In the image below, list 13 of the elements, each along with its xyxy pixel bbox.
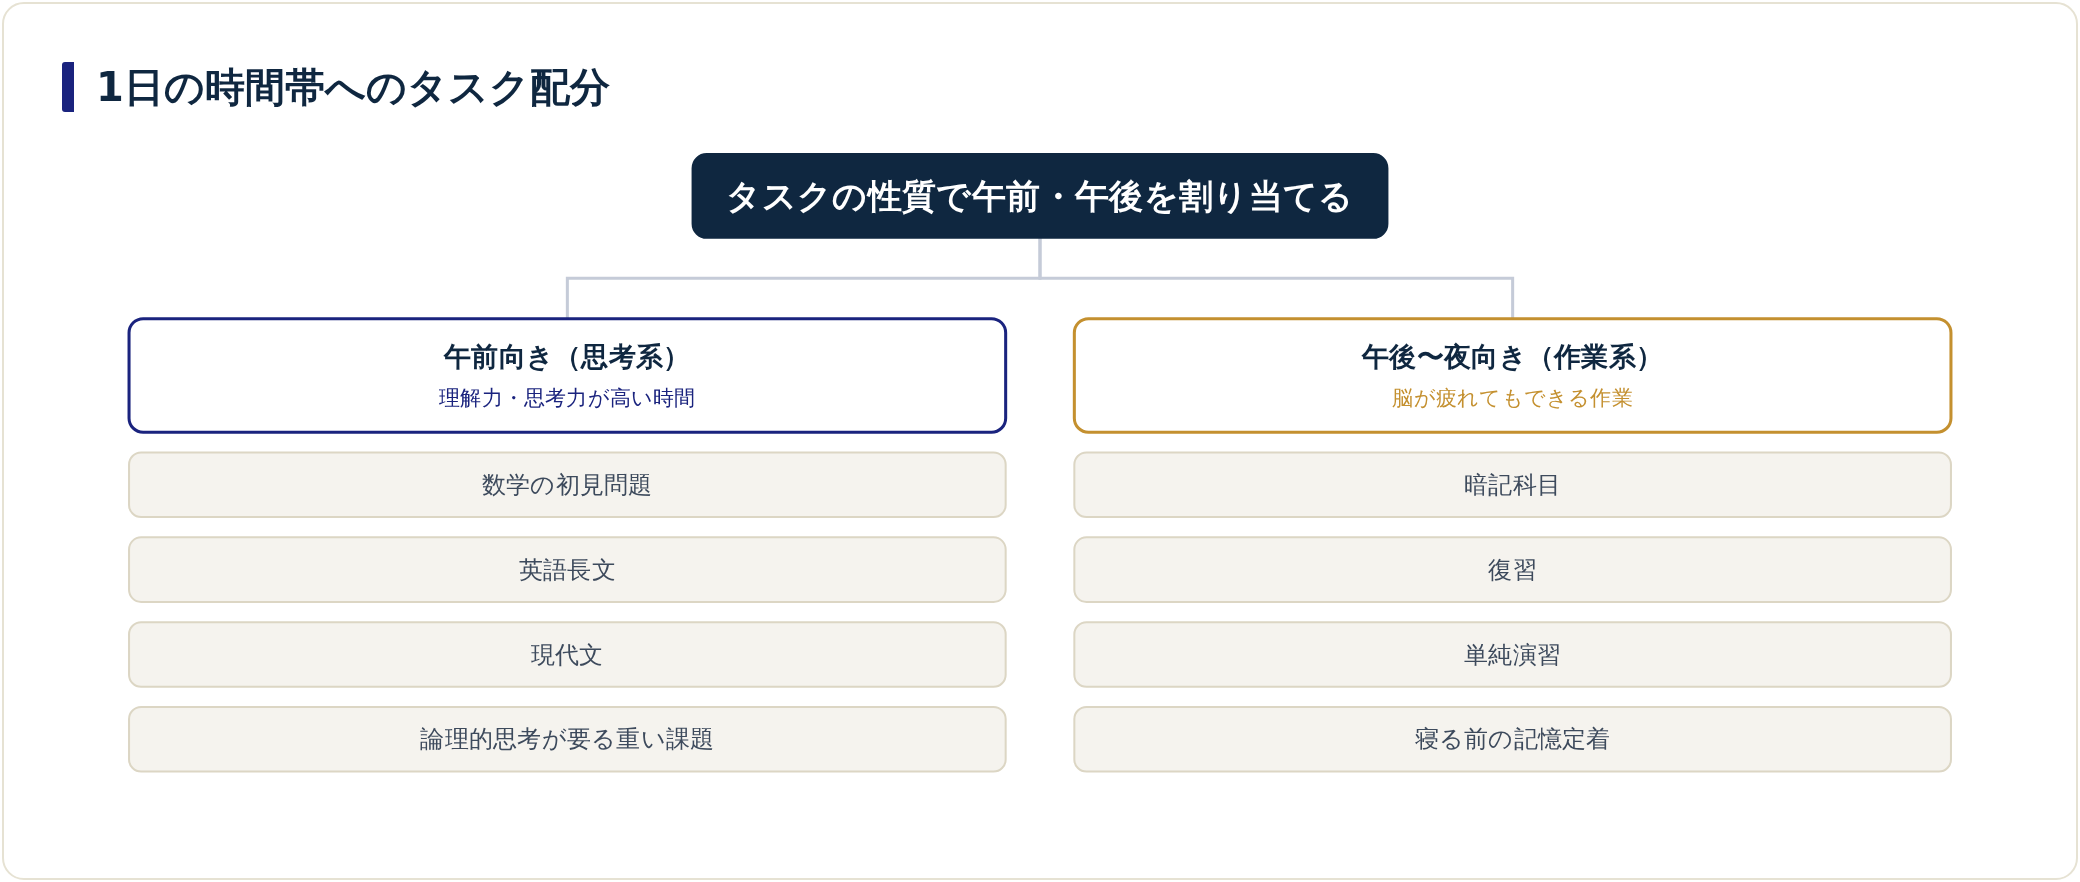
node-box: 数学の初見問題 <box>128 451 1007 519</box>
title: 1日の時間帯へのタスク配分 <box>62 62 610 112</box>
node-box: タスクの性質で午前・午後を割り当てる <box>691 153 1389 239</box>
node-box: 午前向き（思考系） 理解力・思考力が高い時間 <box>127 317 1008 434</box>
node-box: 午後〜夜向き（作業系） 脳が疲れてもできる作業 <box>1072 317 1953 434</box>
node-box: 論理的思考が要る重い課題 <box>128 705 1007 773</box>
node-box: 単純演習 <box>1073 621 1952 688</box>
node-box: 現代文 <box>128 621 1007 688</box>
node-box: 寝る前の記憶定着 <box>1073 705 1952 773</box>
node-box: 英語長文 <box>128 536 1007 603</box>
connector <box>1038 237 1515 319</box>
node-box: 暗記科目 <box>1073 451 1952 519</box>
node-box: 復習 <box>1073 536 1952 603</box>
